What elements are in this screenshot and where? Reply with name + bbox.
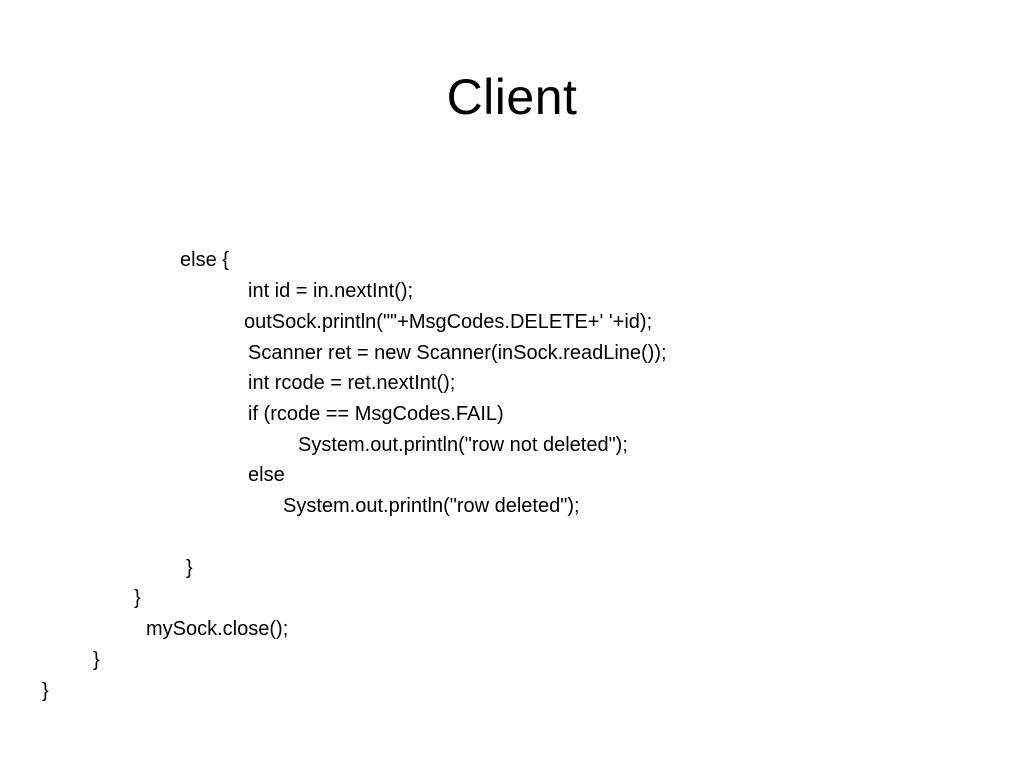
code-line: Scanner ret = new Scanner(inSock.readLin… — [248, 342, 667, 364]
code-line: System.out.println("row deleted"); — [283, 495, 580, 517]
code-line: int rcode = ret.nextInt(); — [248, 372, 456, 394]
code-line: mySock.close(); — [146, 618, 289, 640]
code-line: } — [93, 649, 100, 671]
code-line: } — [134, 587, 141, 609]
code-line: if (rcode == MsgCodes.FAIL) — [248, 403, 504, 425]
code-line: int id = in.nextInt(); — [248, 280, 414, 302]
code-line: } — [42, 680, 49, 702]
code-line: else { — [180, 249, 229, 271]
code-line: outSock.println(""+MsgCodes.DELETE+' '+i… — [244, 311, 653, 333]
code-line: else — [248, 464, 285, 486]
slide-title: Client — [446, 69, 578, 125]
code-line: } — [186, 557, 193, 579]
code-line: System.out.println("row not deleted"); — [298, 434, 628, 456]
